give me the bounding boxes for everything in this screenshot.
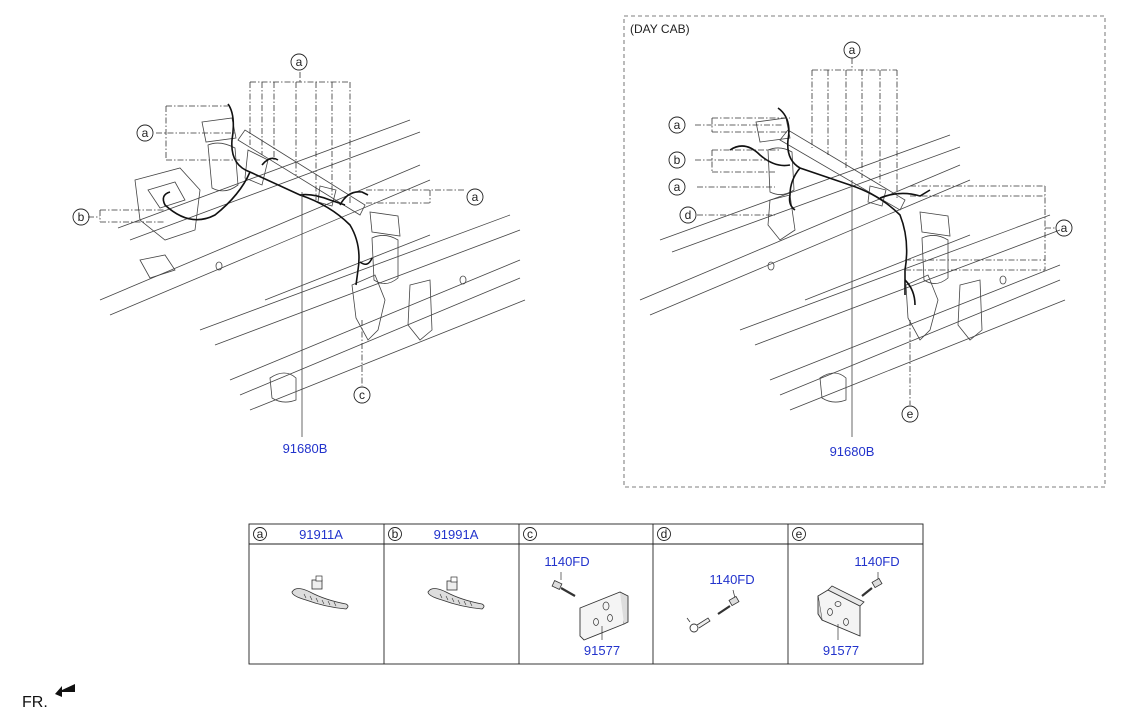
svg-text:e: e — [907, 407, 914, 421]
parts-table: a 91911A b 91991A c 1140 — [248, 523, 924, 665]
callout-a[interactable]: a — [668, 178, 686, 196]
callout-b[interactable]: b — [668, 151, 686, 169]
callout-a[interactable]: a — [466, 188, 484, 206]
svg-text:a: a — [849, 43, 856, 57]
svg-text:e: e — [796, 527, 803, 541]
svg-text:a: a — [674, 180, 681, 194]
svg-text:c: c — [527, 527, 533, 541]
bracket-icon — [579, 591, 629, 641]
day-cab-leader-lines — [695, 58, 1055, 437]
table-column-d: d 1140FD — [657, 527, 755, 633]
bolt-icon — [551, 572, 576, 597]
callout-a[interactable]: a — [136, 124, 154, 142]
callout-a[interactable]: a — [290, 53, 308, 71]
svg-text:a: a — [674, 118, 681, 132]
cable-tie-icon — [427, 576, 485, 610]
part-number-91577[interactable]: 91577 — [584, 643, 620, 658]
svg-text:c: c — [359, 388, 365, 402]
part-number-91680b[interactable]: 91680B — [283, 441, 328, 456]
table-column-e: e 1140FD 91577 — [792, 527, 900, 658]
part-number-1140fd[interactable]: 1140FD — [544, 554, 589, 569]
main-view-callouts: a a a b c 91680B — [72, 53, 484, 456]
svg-text:b: b — [674, 153, 681, 167]
part-number-91680b[interactable]: 91680B — [830, 444, 875, 459]
front-direction-arrow-icon — [55, 684, 75, 697]
table-column-a: a 91911A — [253, 527, 349, 610]
front-direction-label: FR. — [22, 694, 48, 711]
callout-d[interactable]: d — [679, 206, 697, 224]
svg-text:d: d — [685, 208, 692, 222]
day-cab-boundary — [623, 15, 1106, 488]
callout-a[interactable]: a — [1055, 219, 1073, 237]
svg-text:a: a — [472, 190, 479, 204]
part-number-91991a[interactable]: 91991A — [434, 527, 479, 542]
svg-text:d: d — [661, 527, 668, 541]
part-number-1140fd[interactable]: 1140FD — [709, 572, 754, 587]
callout-b[interactable]: b — [72, 208, 90, 226]
table-column-b: b 91991A — [388, 527, 485, 610]
day-cab-wire-harness — [729, 107, 931, 306]
table-column-c: c 1140FD 91577 — [523, 527, 629, 658]
cable-tie-icon — [291, 575, 349, 610]
bolt-icon — [717, 589, 740, 615]
day-cab-frame-rails — [639, 134, 1066, 411]
bolt-icon — [861, 572, 883, 597]
main-view-frame-rails — [99, 119, 526, 411]
svg-text:b: b — [392, 527, 399, 541]
callout-e[interactable]: e — [901, 405, 919, 423]
ground-terminal-icon — [686, 617, 711, 633]
main-view-leader-lines — [88, 72, 465, 437]
day-cab-callouts: a a b a d a e 91680B — [668, 41, 1073, 459]
svg-text:a: a — [1061, 221, 1068, 235]
part-number-91577[interactable]: 91577 — [823, 643, 859, 658]
day-cab-components — [755, 117, 951, 341]
svg-text:a: a — [296, 55, 303, 69]
callout-c[interactable]: c — [353, 386, 371, 404]
main-view-wire-harness — [162, 103, 373, 286]
svg-text:a: a — [142, 126, 149, 140]
callout-a[interactable]: a — [668, 116, 686, 134]
svg-text:b: b — [78, 210, 85, 224]
part-number-91911a[interactable]: 91911A — [299, 527, 343, 542]
bracket-icon — [817, 585, 865, 640]
callout-a[interactable]: a — [843, 41, 861, 59]
svg-text:a: a — [257, 527, 264, 541]
part-number-1140fd[interactable]: 1140FD — [854, 554, 899, 569]
day-cab-title: (DAY CAB) — [630, 22, 690, 36]
